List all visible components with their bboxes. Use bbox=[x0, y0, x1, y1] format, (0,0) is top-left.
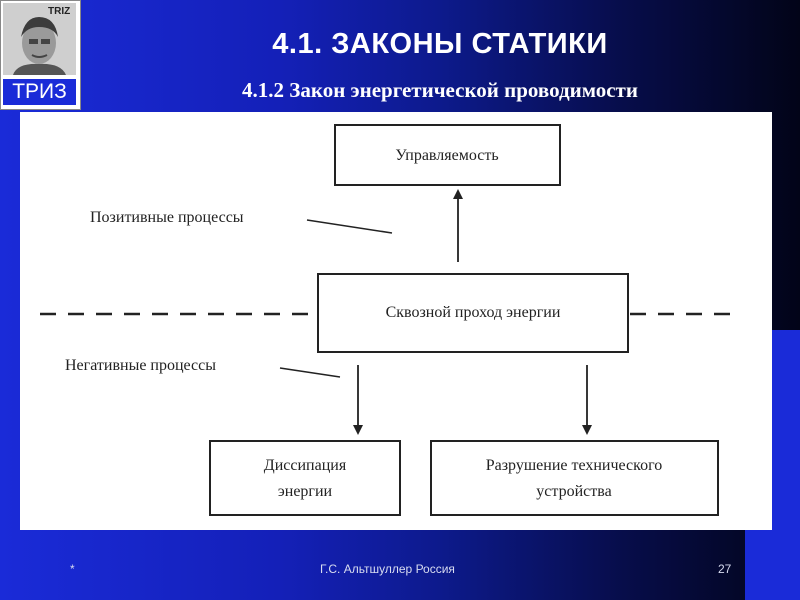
energy-flow-box bbox=[317, 273, 629, 353]
portrait-image: TRIZ bbox=[3, 3, 76, 75]
logo-caption: ТРИЗ bbox=[3, 79, 76, 105]
negative-processes-label: Негативные процессы bbox=[65, 357, 216, 374]
controllability-label: Управляемость bbox=[395, 147, 498, 164]
dissipation-label-line1: Диссипация bbox=[264, 457, 347, 474]
triz-logo: TRIZ ТРИЗ bbox=[0, 0, 81, 110]
controllability-box bbox=[334, 124, 561, 186]
energy-conductivity-diagram: Управляемость Сквозной проход энергии Ди… bbox=[40, 124, 732, 516]
device-destruction-label-line2: устройства bbox=[536, 483, 611, 500]
device-destruction-box bbox=[430, 440, 719, 516]
energy-flow-label: Сквозной проход энергии bbox=[386, 304, 561, 321]
dissipation-box bbox=[209, 440, 401, 516]
positive-processes-label: Позитивные процессы bbox=[90, 209, 244, 226]
logo-badge-text: TRIZ bbox=[48, 6, 70, 17]
device-destruction-label-line1: Разрушение технического bbox=[486, 457, 663, 474]
footer-left-mark: * bbox=[70, 562, 75, 576]
diagram-panel: Управляемость Сквозной проход энергии Ди… bbox=[20, 112, 772, 530]
footer-author: Г.С. Альтшуллер Россия bbox=[320, 562, 455, 576]
dissipation-label-line2: энергии bbox=[278, 483, 333, 500]
positive-leader-line bbox=[306, 219, 393, 234]
negative-leader-line bbox=[279, 367, 341, 378]
slide-title: 4.1. ЗАКОНЫ СТАТИКИ bbox=[272, 28, 608, 60]
slide-subtitle: 4.1.2 Закон энергетической проводимости bbox=[242, 78, 638, 102]
logo-portrait: TRIZ bbox=[3, 3, 76, 75]
footer-page-number: 27 bbox=[718, 562, 732, 576]
